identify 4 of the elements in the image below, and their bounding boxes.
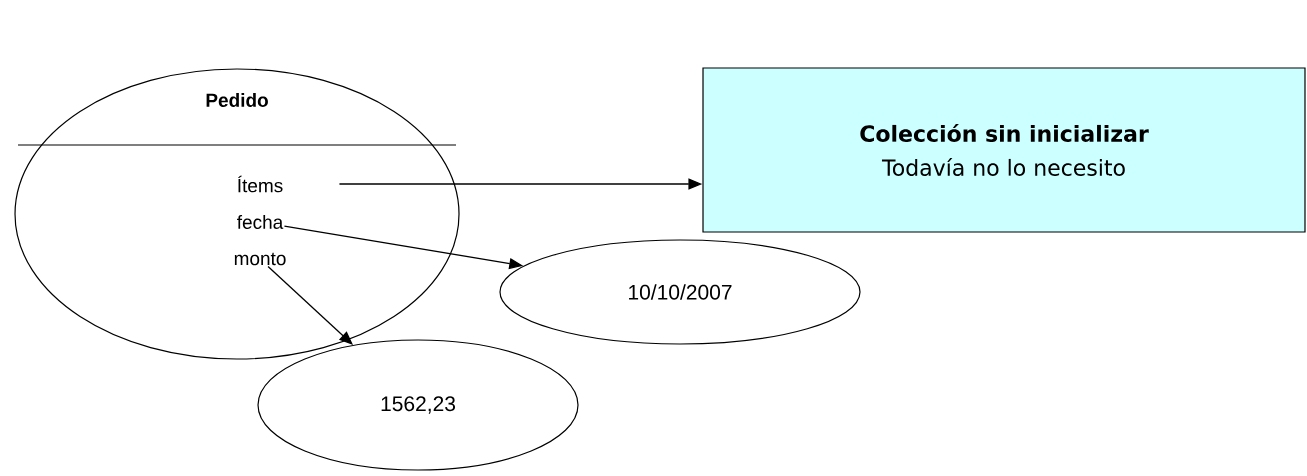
field-label: monto [234,252,286,266]
field-label: fecha [237,215,284,229]
note-box: Colección sin inicializar Todavía no lo necesito [702,67,1306,233]
field-label: Ítems [238,175,283,193]
